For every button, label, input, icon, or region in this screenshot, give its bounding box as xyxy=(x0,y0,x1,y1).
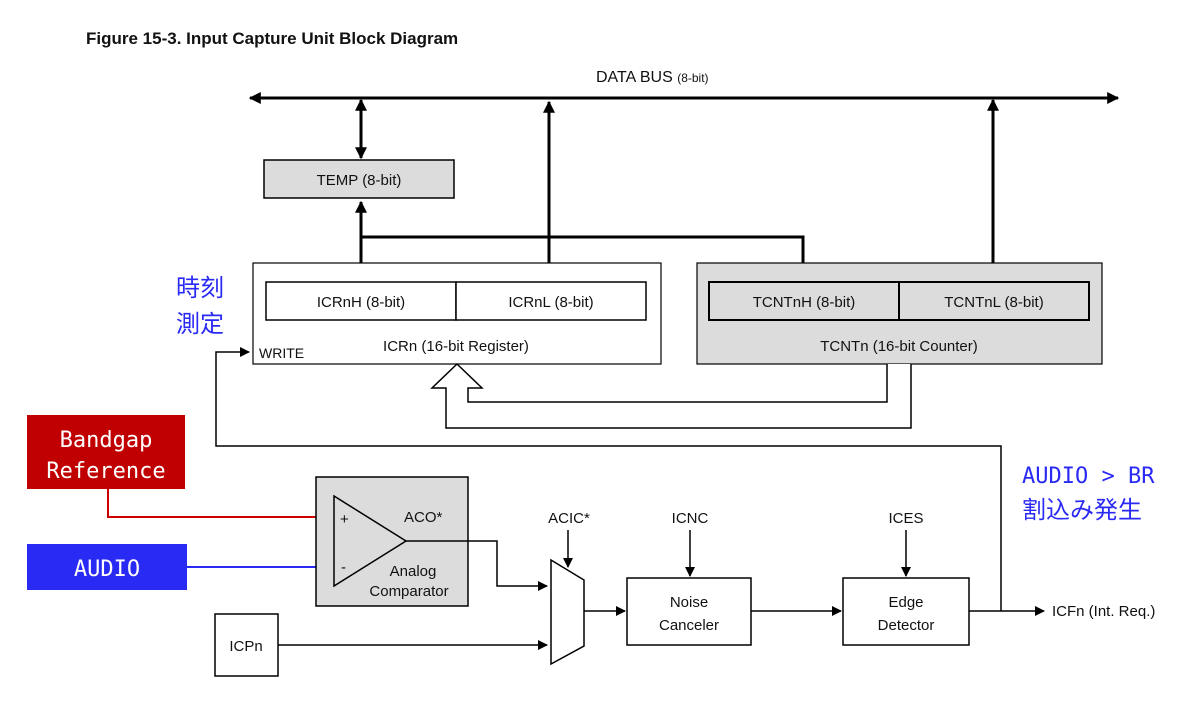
tcntnl-label: TCNTnL (8-bit) xyxy=(944,294,1043,311)
data-bus-width: (8-bit) xyxy=(677,71,708,85)
icpn-label: ICPn xyxy=(229,638,262,655)
edge-detector-block xyxy=(842,577,970,646)
input-multiplexer xyxy=(550,558,585,666)
irq-annotation-1: AUDIO > BR xyxy=(1022,464,1155,489)
figure-title: Figure 15-3. Input Capture Unit Block Di… xyxy=(86,29,458,48)
icrn-label: ICRn (16-bit Register) xyxy=(383,338,529,355)
noise-label: Noise xyxy=(670,594,708,611)
minus-sign: - xyxy=(341,559,346,576)
icnc-label: ICNC xyxy=(672,510,709,527)
audio-label: AUDIO xyxy=(74,557,140,582)
write-feedback-line xyxy=(215,347,1002,611)
aco-to-mux-line xyxy=(406,540,548,591)
icrnl-register xyxy=(455,281,647,321)
time-annotation-2: 測定 xyxy=(176,310,224,338)
bandgap-label-1: Bandgap xyxy=(60,428,153,453)
bandgap-to-plus-line xyxy=(107,489,331,522)
icpn-pin-box xyxy=(214,613,279,677)
bandgap-reference-box xyxy=(27,415,185,489)
comparator-symbol xyxy=(333,494,408,588)
time-annotation-1: 時刻 xyxy=(176,274,224,302)
analog-label: Analog xyxy=(390,563,437,580)
write-label: WRITE xyxy=(259,345,304,361)
data-bus-name: DATA BUS xyxy=(596,69,673,86)
edge-label: Edge xyxy=(888,594,923,611)
canceler-label: Canceler xyxy=(659,617,719,634)
icfn-label: ICFn (Int. Req.) xyxy=(1052,603,1155,620)
detector-label: Detector xyxy=(878,617,935,634)
plus-sign: + xyxy=(340,511,349,528)
irq-annotation-2: 割込み発生 xyxy=(1022,496,1142,524)
counter-transfer-arrow xyxy=(430,362,912,429)
noise-canceler-block xyxy=(626,577,752,646)
tcntn-label: TCNTn (16-bit Counter) xyxy=(820,338,978,355)
tcntnh-label: TCNTnH (8-bit) xyxy=(753,294,856,311)
temp-register xyxy=(263,159,455,199)
icrnh-label: ICRnH (8-bit) xyxy=(317,294,405,311)
temp-label: TEMP (8-bit) xyxy=(317,172,402,189)
icrnl-label: ICRnL (8-bit) xyxy=(508,294,593,311)
ices-label: ICES xyxy=(888,510,923,527)
acic-label: ACIC* xyxy=(548,510,590,527)
audio-box xyxy=(27,544,187,590)
data-bus-label: DATA BUS (8-bit) xyxy=(596,69,709,86)
comparator-label: Comparator xyxy=(369,583,448,600)
tcntnh-register xyxy=(708,281,900,321)
bandgap-label-2: Reference xyxy=(46,459,165,484)
tcntnl-register xyxy=(898,281,1090,321)
aco-label: ACO* xyxy=(404,509,443,526)
